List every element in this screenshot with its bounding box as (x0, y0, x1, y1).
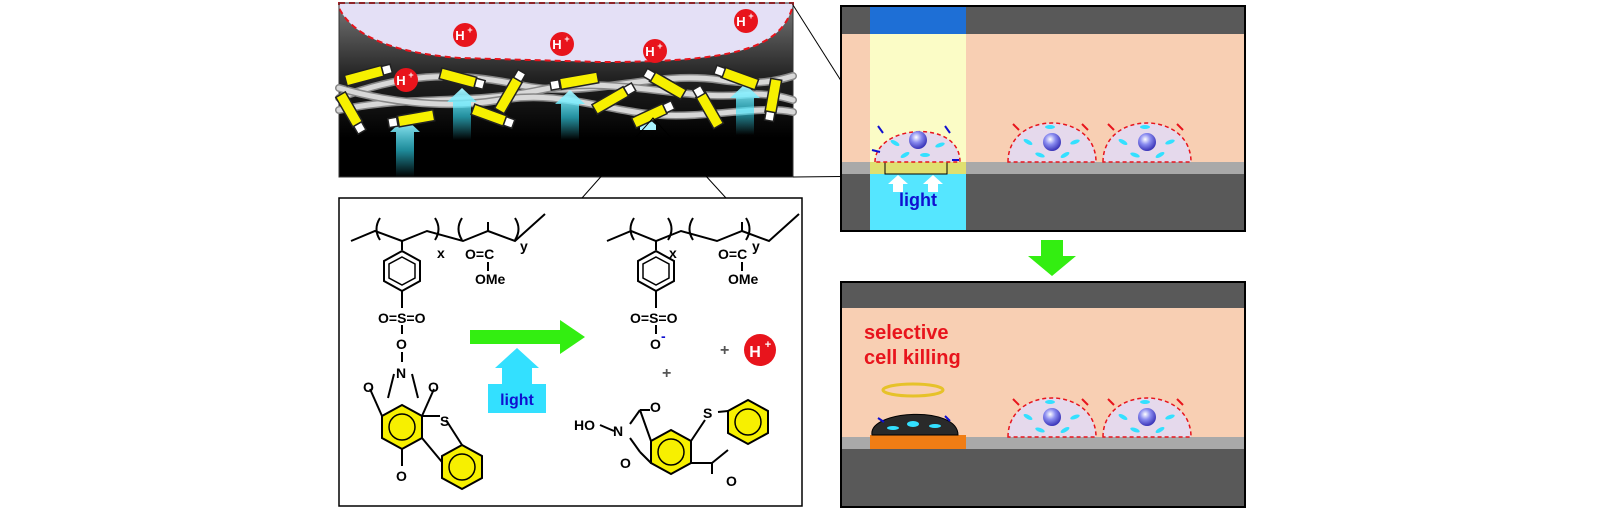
negative-charge: - (661, 328, 666, 344)
imide-oxygen-right: O (428, 379, 439, 395)
reactant-structure (350, 213, 546, 362)
svg-text:+: + (765, 339, 771, 351)
svg-text:H: H (645, 44, 654, 59)
cell (1102, 122, 1192, 163)
imide-oxygen-bottom: O (620, 455, 631, 471)
medium-droplet (338, 2, 794, 64)
light-arrow-icon (488, 348, 546, 413)
light-beams (390, 84, 760, 177)
plus-sign: + (662, 365, 671, 382)
proton-icons-zoom: H+ H+ H+ H+ H+ (394, 9, 758, 92)
light-arrow-icon (888, 175, 908, 192)
reactant-thioxanthone (369, 373, 483, 491)
dead-cell (871, 413, 959, 436)
proton-icon: H+ (744, 334, 776, 366)
light-label-reaction: light (500, 392, 534, 409)
sulfonyl-group: O=S=O (630, 310, 678, 326)
product-structure (606, 213, 800, 334)
light-label-device: light (899, 190, 937, 210)
reaction-panel: x y O=C OMe O=S=O O N O O S O light (338, 197, 803, 507)
svg-text:H: H (736, 14, 745, 29)
light-arrow-icon (923, 175, 943, 192)
product-thioxanthone (599, 398, 769, 476)
imide-oxygen-top: O (650, 399, 661, 415)
selective-killing-label-line1: selective (864, 322, 949, 344)
proton-icon: H+ (453, 23, 477, 47)
proton-icon: H+ (394, 68, 418, 92)
subscript-x: x (437, 245, 445, 261)
svg-text:H: H (552, 37, 561, 52)
sulfur-atom: S (703, 405, 712, 421)
cell (1007, 122, 1097, 163)
imide-oxygen-left: O (363, 379, 374, 395)
methoxy-group: OMe (475, 271, 506, 287)
bridge-oxygen: O (396, 336, 407, 352)
sulfonate-oxygen: O (650, 336, 661, 352)
svg-text:+: + (657, 41, 662, 51)
nitrogen-atom: N (613, 423, 623, 439)
cell (1102, 397, 1192, 438)
hydroxyl-group: HO (574, 417, 595, 433)
svg-text:H: H (396, 73, 405, 88)
device-before-panel: light (840, 5, 1246, 232)
ketone-oxygen: O (396, 468, 407, 484)
svg-text:+: + (748, 11, 753, 21)
halo-icon (881, 382, 945, 398)
pag-molecules (334, 63, 783, 136)
proton-icon: H+ (734, 9, 758, 33)
ester-carbonyl: O=C (718, 246, 747, 262)
subscript-y: y (752, 238, 760, 254)
film-zoom-panel: H+ H+ H+ H+ H+ (334, 2, 797, 178)
sulfonyl-group: O=S=O (378, 310, 426, 326)
svg-text:+: + (408, 70, 413, 80)
ketone-oxygen: O (726, 473, 737, 489)
cell (871, 125, 961, 163)
ester-carbonyl: O=C (465, 246, 494, 262)
svg-text:H: H (749, 344, 761, 361)
device-after-panel: selective cell killing (840, 281, 1246, 508)
plus-sign: + (720, 342, 729, 359)
svg-text:+: + (564, 34, 569, 44)
subscript-x: x (669, 245, 677, 261)
svg-text:H: H (455, 28, 464, 43)
subscript-y: y (520, 238, 528, 254)
svg-text:+: + (467, 25, 472, 35)
cell (1007, 397, 1097, 438)
proton-icon: H+ (550, 32, 574, 56)
proton-icon: H+ (643, 39, 667, 63)
sulfur-atom: S (440, 413, 449, 429)
nitrogen-atom: N (396, 365, 406, 381)
reaction-arrow (470, 320, 585, 354)
selective-killing-label-line2: cell killing (864, 347, 961, 369)
methoxy-group: OMe (728, 271, 759, 287)
process-arrow-down (1028, 240, 1076, 276)
